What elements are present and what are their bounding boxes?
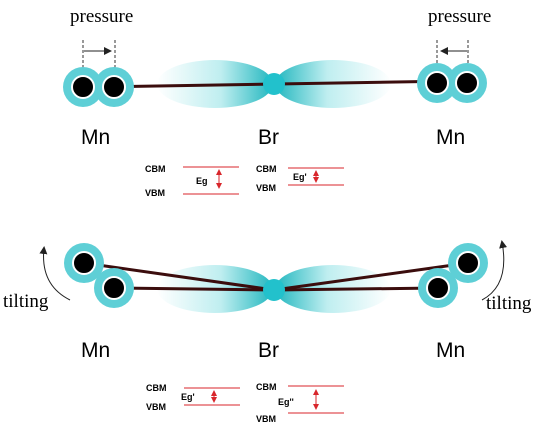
- band-diagram-top-left: CBM VBM Eg: [145, 164, 239, 198]
- band-diagram-bottom-left: CBM VBM Eg': [146, 383, 240, 412]
- gap-label: Eg'': [278, 397, 294, 407]
- pressure-label-left: pressure: [70, 6, 133, 27]
- cbm-label: CBM: [145, 164, 166, 174]
- mn-atom-pair-right-bottom: [418, 243, 488, 308]
- mn-label-left-top: Mn: [81, 126, 110, 149]
- top-panel: pressure pressure: [63, 6, 491, 149]
- mn-label-left-bottom: Mn: [81, 339, 110, 362]
- cbm-label: CBM: [146, 383, 167, 393]
- vbm-label: VBM: [146, 402, 166, 412]
- mn-br-bonds-bottom: [83, 261, 469, 292]
- br-atom-top: [263, 73, 285, 95]
- br-label-bottom: Br: [258, 339, 279, 362]
- mn-atom-pair-right-top: [417, 63, 487, 103]
- gap-label: Eg': [293, 172, 307, 182]
- vbm-label: VBM: [145, 188, 165, 198]
- mn-atom-pair-left-top: [63, 67, 134, 107]
- cbm-label: CBM: [256, 164, 277, 174]
- tilting-arrow-left: [39, 246, 71, 301]
- tilting-label-right: tilting: [486, 293, 532, 314]
- pressure-label-right: pressure: [428, 6, 491, 27]
- band-diagram-bottom-right: CBM VBM Eg'': [256, 382, 344, 424]
- vbm-label: VBM: [256, 183, 276, 193]
- mn-label-right-top: Mn: [436, 126, 465, 149]
- gap-label: Eg: [196, 176, 208, 186]
- cbm-label: CBM: [256, 382, 277, 392]
- br-label-top: Br: [258, 126, 279, 149]
- mn-label-right-bottom: Mn: [436, 339, 465, 362]
- vbm-label: VBM: [256, 414, 276, 424]
- tilting-arrow-right: [481, 240, 508, 301]
- tilting-label-left: tilting: [3, 291, 49, 312]
- pressure-arrow-left: [82, 40, 116, 70]
- band-diagram-top-right: CBM VBM Eg': [256, 164, 344, 193]
- mn-atom-pair-left-bottom: [64, 243, 134, 308]
- bottom-panel: tilting tilting Mn Br: [3, 240, 532, 362]
- gap-label: Eg': [181, 392, 195, 402]
- br-atom-bottom: [263, 279, 285, 301]
